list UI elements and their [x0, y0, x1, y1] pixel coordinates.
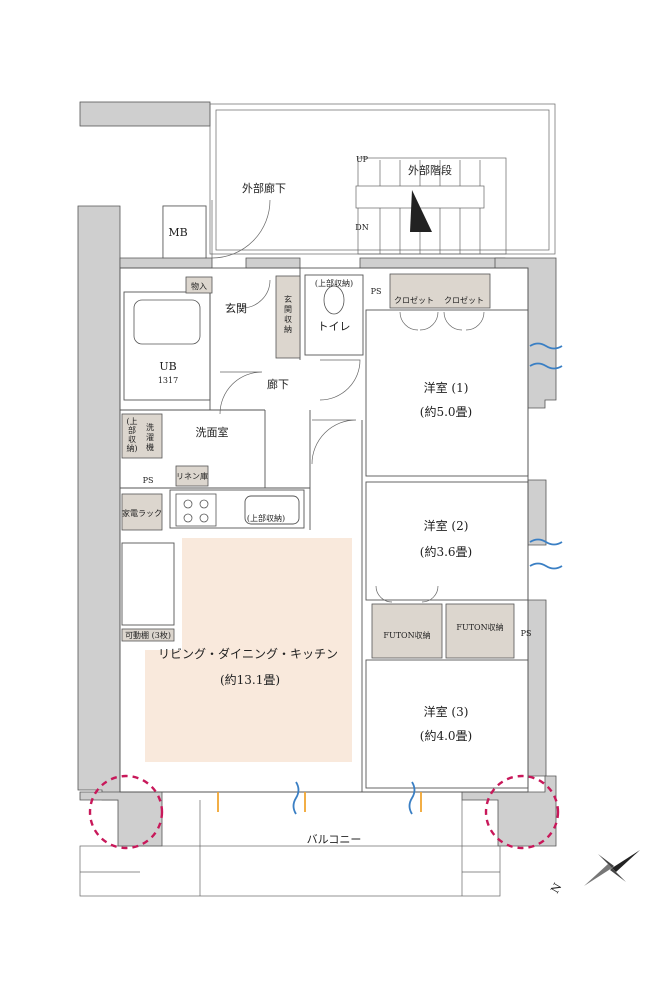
- storage-small-label: 物入: [191, 281, 207, 291]
- air-vent-marks: [217, 342, 563, 815]
- shoe-storage-2: 関: [284, 305, 292, 314]
- washer-1: 洗: [146, 422, 154, 432]
- room3-area: (約4.0畳): [420, 728, 472, 743]
- labels: 外部廊下 外部階段 UP DN MB バルコニー 物入 玄関 玄 関 収 納 (…: [122, 155, 565, 896]
- ldk-area-label: (約13.1畳): [220, 672, 280, 687]
- ldk-name-label: リビング・ダイニング・キッチン: [158, 646, 338, 661]
- compass-icon: [584, 850, 640, 886]
- balcony-label: バルコニー: [307, 833, 362, 846]
- appliance-rack-label: 家電ラック: [122, 508, 162, 518]
- room1-name: 洋室 (1): [424, 380, 469, 395]
- ps-top-label: PS: [371, 287, 382, 296]
- washer-2: 濯: [146, 432, 154, 442]
- upper-storage-v1: (上: [126, 417, 137, 426]
- stairs-up-label: UP: [356, 155, 369, 164]
- upper-storage-v4: 納): [126, 443, 137, 453]
- room1-area: (約5.0畳): [420, 404, 472, 419]
- room3-name: 洋室 (3): [424, 704, 469, 719]
- storage-fills: [121, 273, 515, 659]
- upper-storage-v2: 部: [128, 425, 136, 435]
- toilet-icon: [323, 285, 345, 315]
- shoe-storage-4: 納: [284, 324, 292, 334]
- futon-label-2: FUTON収納: [456, 622, 503, 632]
- room2-name: 洋室 (2): [424, 518, 469, 533]
- balcony: [79, 800, 501, 897]
- ub-size-label: 1317: [158, 376, 178, 385]
- futon-label-1: FUTON収納: [383, 630, 430, 640]
- shoe-storage-1: 玄: [284, 294, 292, 304]
- corner-marker-left: [88, 774, 164, 850]
- mb-label: MB: [168, 226, 187, 239]
- bathtub-icon: [133, 299, 201, 345]
- north-label: N: [548, 881, 564, 896]
- ub-label: UB: [159, 360, 176, 373]
- washroom-label: 洗面室: [196, 425, 229, 439]
- washer-3: 機: [146, 442, 154, 452]
- corner-marker-right: [484, 774, 560, 850]
- closet-label-1: クロゼット: [394, 295, 434, 305]
- kitchen-upper-storage-label: (上部収納): [247, 513, 285, 523]
- toilet-upper-storage-label: (上部収納): [315, 278, 353, 288]
- outer-stairs-label: 外部階段: [408, 163, 452, 177]
- stove-icon: [175, 493, 217, 527]
- genkan-label: 玄関: [225, 301, 247, 315]
- toilet-label: トイレ: [318, 320, 351, 333]
- hallway-label: 廊下: [267, 377, 289, 391]
- outer-stairs: [209, 103, 556, 255]
- shoe-storage-3: 収: [284, 314, 292, 324]
- closet-label-2: クロゼット: [444, 295, 484, 305]
- shelf-label: 可動棚 (3枚): [125, 630, 171, 640]
- ps-left-label: PS: [143, 476, 154, 485]
- outer-corridor-label: 外部廊下: [242, 181, 286, 195]
- ps-right-label: PS: [521, 629, 532, 638]
- ldk-highlight: [145, 538, 352, 762]
- linen-label: リネン庫: [176, 471, 208, 481]
- upper-storage-v3: 収: [128, 434, 136, 444]
- door-swings: [211, 199, 485, 603]
- stairs-down-label: DN: [355, 223, 368, 232]
- room2-area: (約3.6畳): [420, 544, 472, 559]
